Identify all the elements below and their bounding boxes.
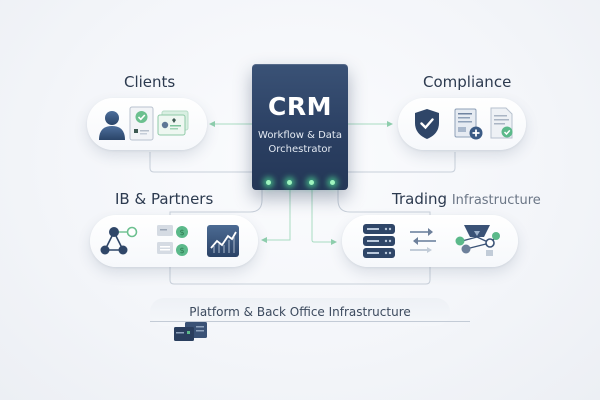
svg-text:$: $ [179,246,184,255]
compliance-node[interactable] [398,98,526,150]
connector-core-trading [337,188,431,222]
status-led-icon [266,180,271,185]
connector-core-ib [169,188,263,222]
connector-clients-core [149,152,252,173]
compliance-label: Compliance [423,73,512,91]
trading-label-main: Trading [392,190,448,208]
footer-divider [150,321,470,322]
connector-core-trading-arrow [311,188,337,245]
document-add-icon [454,108,483,140]
trading-label: Trading Infrastructure [392,190,541,208]
data-exchange-arrows-icon [410,228,436,253]
server-rack-icon [174,322,207,341]
commission-chat-icon: $ $ [157,225,188,256]
status-led-icon [330,180,335,185]
crm-title: CRM [268,92,332,121]
clients-node[interactable] [87,98,207,150]
verified-document-icon [129,106,154,141]
status-led-icon [309,180,314,185]
routing-network-icon [455,225,500,256]
clients-label: Clients [124,73,176,91]
trading-node[interactable] [342,215,518,267]
ib-partners-label: IB & Partners [115,190,214,208]
trading-label-sub: Infrastructure [451,193,541,208]
footer-label: Platform & Back Office Infrastructure [189,305,411,319]
id-card-icon [157,110,189,136]
user-icon [99,111,125,140]
network-triangle-icon [100,226,138,255]
ib-partners-node[interactable]: $ $ [90,215,258,267]
connector-compliance-core [348,152,456,173]
status-led-icon [287,180,292,185]
crm-subtitle-line2: Orchestrator [268,144,332,155]
crm-core-block[interactable]: CRM Workflow & Data Orchestrator [252,64,348,190]
document-approved-icon [490,107,513,139]
database-server-icon [363,224,395,258]
growth-chart-icon [207,225,239,257]
connector-core-ib-arrow [261,188,291,243]
crm-subtitle-line1: Workflow & Data [258,130,342,141]
svg-text:$: $ [179,228,184,237]
connector-bottom-loop [169,262,431,285]
shield-check-icon [415,109,439,139]
